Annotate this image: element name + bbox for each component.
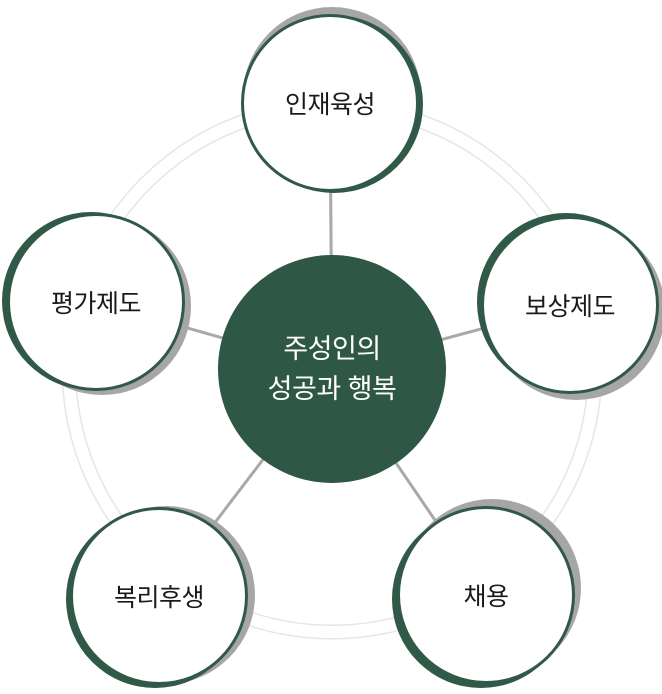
node-evaluation-system: 평가제도 — [7, 213, 185, 391]
hub-title-line1: 주성인의 — [283, 334, 381, 364]
node-employee-benefits: 복리후생 — [70, 507, 248, 685]
node-label: 인재육성 — [284, 91, 376, 119]
node-label: 채용 — [463, 583, 509, 611]
hub-title-line2: 성공과 행복 — [267, 374, 397, 404]
hub-circle: 주성인의 성공과 행복 — [218, 255, 446, 483]
node-compensation-system: 보상제도 — [481, 216, 659, 394]
node-label: 평가제도 — [50, 290, 142, 318]
node-talent-development: 인재육성 — [241, 14, 419, 192]
node-label: 복리후생 — [113, 584, 205, 612]
node-label: 보상제도 — [524, 293, 616, 321]
node-recruitment: 채용 — [397, 506, 575, 684]
